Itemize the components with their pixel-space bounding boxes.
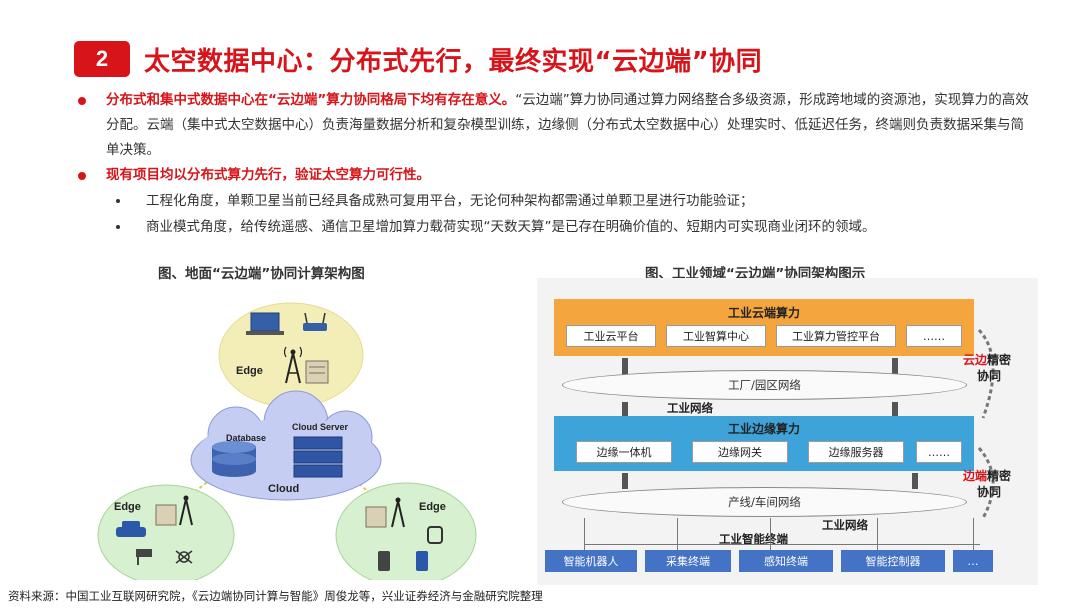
cloud-compute-band: 工业云端算力 工业云平台 工业智算中心 工业算力管控平台 …… (554, 299, 974, 356)
bullet-lead: 分布式和集中式数据中心在“云边端”算力协同格局下均有存在意义。 (106, 92, 516, 108)
sub-bullet-text: 商业模式角度，给传统遥感、通信卫星增加算力载荷实现“天数天算”是已存在明确价值的… (146, 219, 876, 235)
bullet-lead: 现有项目均以分布式算力先行，验证太空算力可行性。 (106, 167, 430, 183)
edge-server-icon (365, 506, 387, 528)
car-icon (116, 521, 146, 537)
terminal-item: 智能机器人 (545, 550, 637, 572)
sub-bullet-text: 工程化角度，单颗卫星当前已经具备成熟可复用平台，无论何种架构都需通过单颗卫星进行… (146, 193, 754, 209)
watch-icon (427, 526, 443, 544)
antenna-tower-icon (179, 495, 193, 526)
terminal-item: 智能控制器 (841, 550, 945, 572)
edge-item: 边缘服务器 (808, 441, 904, 463)
title-text: 太空数据中心：分布式先行，最终实现“云边端”协同 (144, 46, 763, 77)
edge-item: …… (916, 441, 962, 463)
slide-title: 2 太空数据中心：分布式先行，最终实现“云边端”协同 (74, 38, 762, 80)
source-note: 资料来源：中国工业互联网研究院，《云边端协同计算与智能》周俊龙等，兴业证券经济与… (8, 589, 543, 603)
edge-label-right: Edge (419, 501, 446, 513)
edge-server-icon (155, 504, 177, 526)
connector-line (584, 518, 585, 550)
connector-line (973, 518, 974, 550)
up-down-arrow-icon (912, 473, 918, 489)
red-bullet-icon (78, 172, 86, 180)
antenna-tower-icon (391, 497, 405, 528)
industrial-network-label: 工业网络 (667, 401, 713, 415)
phone-icon (378, 551, 390, 571)
edge-compute-band: 工业边缘算力 边缘一体机 边缘网关 边缘服务器 …… (554, 416, 974, 471)
up-down-arrow-icon (622, 473, 628, 489)
ground-diagram-graphic (97, 302, 477, 588)
left-figure-caption: 图、地面“云边端”协同计算架构图 (158, 266, 365, 282)
bullet-dot-icon (116, 199, 120, 203)
cloud-item: 工业算力管控平台 (776, 325, 896, 347)
cloud-edge-sync-label: 云边精密 协同 (963, 353, 1012, 383)
up-down-arrow-icon (622, 358, 628, 376)
edge-terminal-sync-label: 边端精密 协同 (963, 469, 1012, 499)
red-bullet-icon (78, 97, 86, 105)
smartphone-icon (416, 551, 428, 571)
edge-server-icon (305, 360, 329, 384)
up-down-arrow-icon (892, 358, 898, 376)
cloud-label: Cloud (268, 483, 300, 495)
router-icon (303, 312, 327, 331)
edge-zone-right (335, 482, 477, 588)
up-down-arrow-icon (622, 402, 628, 418)
connector-line (677, 518, 678, 550)
bullet-dot-icon (116, 225, 120, 229)
section-number-badge: 2 (74, 41, 130, 77)
bullet-item: 分布式和集中式数据中心在“云边端”算力协同格局下均有存在意义。“云边端”算力协同… (72, 88, 1032, 163)
edge-label-left: Edge (114, 501, 141, 513)
ground-cloud-edge-diagram: Edge Database Cloud Server Cloud Edge Ed… (96, 295, 496, 588)
cloud-server-icon (293, 436, 343, 478)
edge-item: 边缘一体机 (576, 441, 672, 463)
up-down-arrow-icon (892, 402, 898, 418)
cloud-server-label: Cloud Server (292, 422, 349, 432)
edge-item: 边缘网关 (692, 441, 788, 463)
industrial-network-label: 工业网络 (822, 518, 868, 532)
side-arrows-graphic (977, 328, 995, 518)
bullet-item: 现有项目均以分布式算力先行，验证太空算力可行性。 (72, 163, 1032, 188)
terminal-item: … (953, 550, 993, 572)
cloud-band-title: 工业云端算力 (727, 306, 800, 320)
production-line-network-ellipse: 产线/车间网络 (562, 487, 967, 517)
bullet-list: 分布式和集中式数据中心在“云边端”算力协同格局下均有存在意义。“云边端”算力协同… (72, 88, 1032, 240)
laptop-icon (246, 312, 284, 335)
cloud-item: 工业云平台 (566, 325, 656, 347)
database-label: Database (226, 433, 267, 443)
connector-line (877, 518, 878, 550)
drone-icon (175, 550, 193, 564)
cloud-item: …… (906, 325, 962, 347)
database-icon (212, 441, 256, 477)
edge-band-title: 工业边缘算力 (727, 422, 800, 436)
sub-bullet-item: 工程化角度，单颗卫星当前已经具备成熟可复用平台，无论何种架构都需通过单颗卫星进行… (72, 188, 1032, 214)
factory-network-ellipse: 工厂/园区网络 (562, 370, 967, 400)
cloud-item: 工业智算中心 (666, 325, 766, 347)
terminal-bus-line (584, 544, 980, 545)
camera-icon (136, 549, 152, 565)
bullet-body: “云边端”算力协同通过算力网络整合多级资源，形成跨地域的资源池，实现算力的高效分… (106, 92, 1029, 158)
terminal-item: 采集终端 (645, 550, 731, 572)
sub-bullet-item: 商业模式角度，给传统遥感、通信卫星增加算力载荷实现“天数天算”是已存在明确价值的… (72, 214, 1032, 240)
connector-line (770, 518, 771, 550)
antenna-tower-icon (283, 346, 303, 384)
industrial-cloud-edge-diagram: 工业云端算力 工业云平台 工业智算中心 工业算力管控平台 …… 工厂/园区网络 … (537, 278, 1038, 585)
terminal-item: 感知终端 (739, 550, 833, 572)
edge-label-top: Edge (236, 365, 263, 377)
